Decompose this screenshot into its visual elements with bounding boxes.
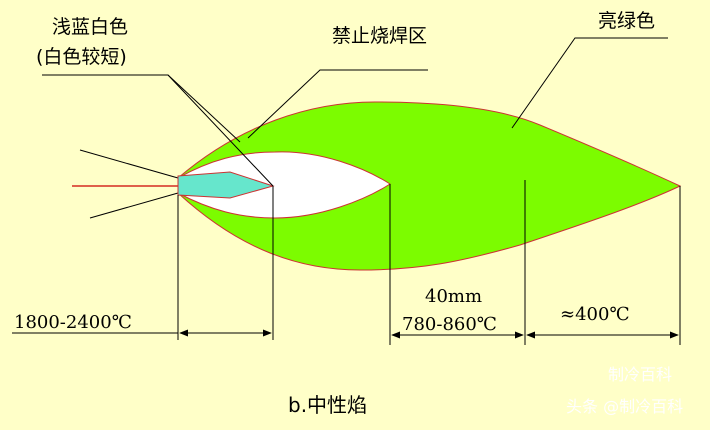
label-outer-flame: 亮绿色 bbox=[598, 10, 655, 32]
label-inner-core-1: 浅蓝白色 bbox=[52, 16, 128, 38]
label-inner-core-2: (白色较短) bbox=[36, 46, 127, 68]
watermark-bottom: 头条 @制冷百科 bbox=[566, 397, 683, 416]
flame-core bbox=[177, 171, 275, 199]
label-inner-temp: 780-860℃ bbox=[402, 314, 497, 335]
no-weld-leader-line bbox=[247, 69, 428, 139]
watermark-top: 制冷百科 bbox=[608, 365, 672, 384]
label-no-weld-zone: 禁止烧焊区 bbox=[332, 25, 427, 47]
torch-lower-line bbox=[89, 192, 179, 219]
label-core-temp: 1800-2400℃ bbox=[14, 312, 132, 333]
label-inner-length: 40mm bbox=[425, 286, 482, 307]
core-leader-line-2 bbox=[167, 74, 241, 143]
caption: b.中性焰 bbox=[288, 393, 367, 417]
label-outer-temp: ≈400℃ bbox=[560, 304, 630, 325]
outer-leader-line bbox=[511, 37, 668, 129]
torch-upper-line bbox=[79, 149, 179, 179]
